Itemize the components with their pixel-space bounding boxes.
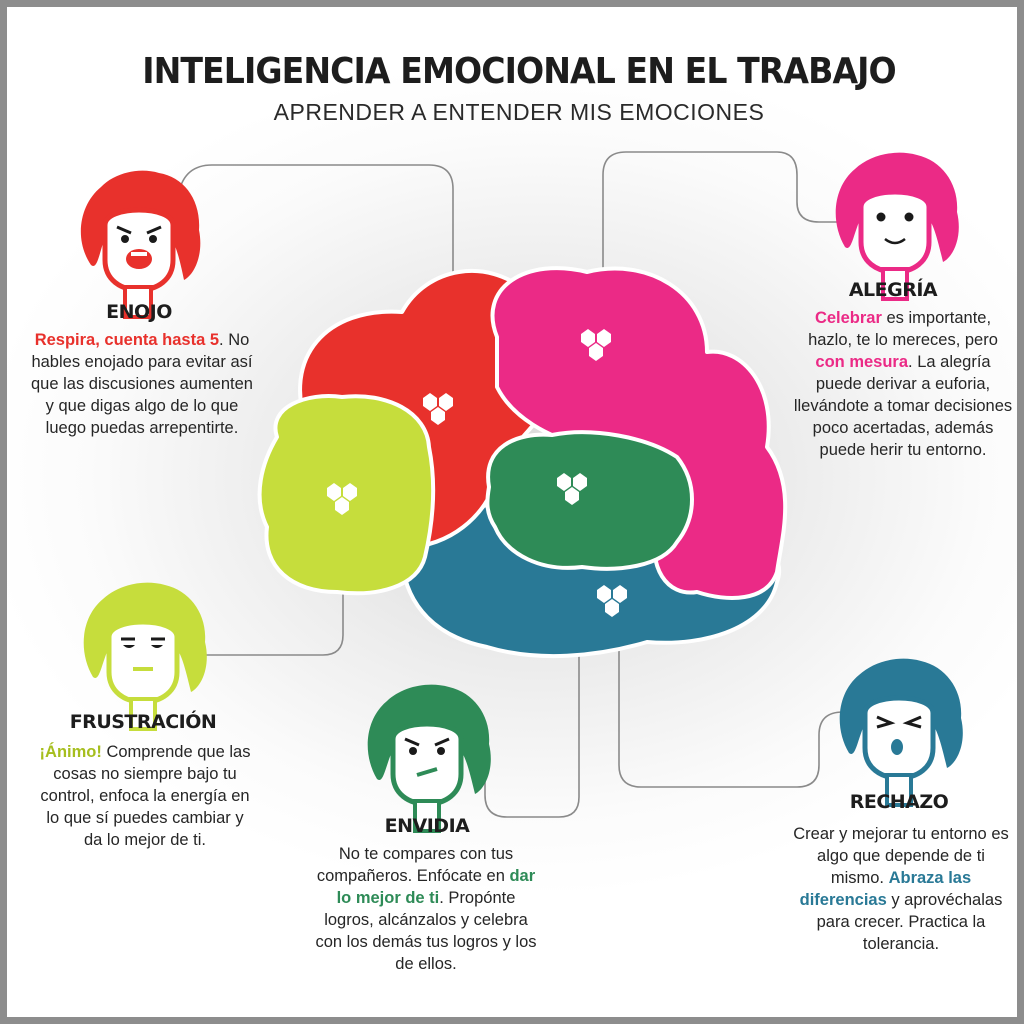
page-subtitle: APRENDER A ENTENDER MIS EMOCIONES xyxy=(273,99,765,125)
envious-face-icon xyxy=(367,684,491,833)
hexagon-icon-envidia xyxy=(557,473,587,505)
alegria-highlight-1: Celebrar xyxy=(814,309,882,327)
happy-face-icon xyxy=(835,152,959,301)
alegria-highlight-2: con mesura xyxy=(815,353,909,371)
enojo-label: ENOJO xyxy=(106,301,172,323)
enojo-highlight: Respira, cuenta hasta 5 xyxy=(34,331,220,349)
infographic-artwork xyxy=(80,151,963,833)
enojo-body: . No hables enojado para evitar así que … xyxy=(31,331,253,437)
envidia-label: ENVIDIA xyxy=(384,815,470,837)
envidia-body-1: No te compares con tus compañeros. Enfóc… xyxy=(316,845,514,885)
enojo-text: Respira, cuenta hasta 5. No hables enoja… xyxy=(31,329,253,439)
rechazo-body-1: Crear y mejorar tu entorno es algo que d… xyxy=(793,825,1009,887)
angry-face-icon xyxy=(80,170,201,319)
hexagon-icon-rechazo xyxy=(597,585,627,617)
envidia-body-2: . Propónte logros, alcánzalos y celebra … xyxy=(315,889,537,973)
frustracion-label: FRUSTRACIÓN xyxy=(69,711,217,733)
hexagon-icon-alegria xyxy=(581,329,611,361)
rechazo-text: Crear y mejorar tu entorno es algo que d… xyxy=(791,823,1011,955)
brain-lobe-envidia xyxy=(485,430,694,571)
connector-enojo xyxy=(178,164,454,389)
rechazo-highlight: Abraza las diferencias xyxy=(799,869,972,909)
frustrated-face-icon xyxy=(83,582,207,731)
alegria-body-2: . La alegría puede derivar a euforia, ll… xyxy=(793,353,1013,459)
alegria-body-1: es importante, hazlo, te lo mereces, per… xyxy=(808,309,998,349)
alegria-label: ALEGRÍA xyxy=(848,279,938,301)
hexagon-icon-enojo xyxy=(423,393,453,425)
frustracion-text: ¡Ánimo! Comprende que las cosas no siemp… xyxy=(37,741,253,851)
brain-graphic xyxy=(257,266,788,659)
connector-envidia xyxy=(484,497,580,818)
connector-rechazo xyxy=(618,607,857,788)
frustracion-body: Comprende que las cosas no siempre bajo … xyxy=(40,743,251,849)
page-title: INTELIGENCIA EMOCIONAL EN EL TRABAJO xyxy=(142,51,897,92)
hexagon-icon-frustracion xyxy=(327,483,357,515)
connector-frustracion xyxy=(197,497,344,656)
envidia-highlight: dar lo mejor de ti xyxy=(336,867,536,907)
hexagon-clusters xyxy=(327,329,627,617)
rechazo-body-2: y aprovéchalas para crecer. Practica la … xyxy=(816,891,1003,953)
rejected-face-icon xyxy=(839,658,963,807)
connector-lines xyxy=(178,151,857,818)
alegria-text: Celebrar es importante, hazlo, te lo mer… xyxy=(793,307,1013,461)
frustracion-highlight: ¡Ánimo! xyxy=(39,743,102,761)
rechazo-label: RECHAZO xyxy=(849,791,949,813)
connector-alegria xyxy=(602,151,847,342)
envidia-text: No te compares con tus compañeros. Enfóc… xyxy=(313,843,539,975)
